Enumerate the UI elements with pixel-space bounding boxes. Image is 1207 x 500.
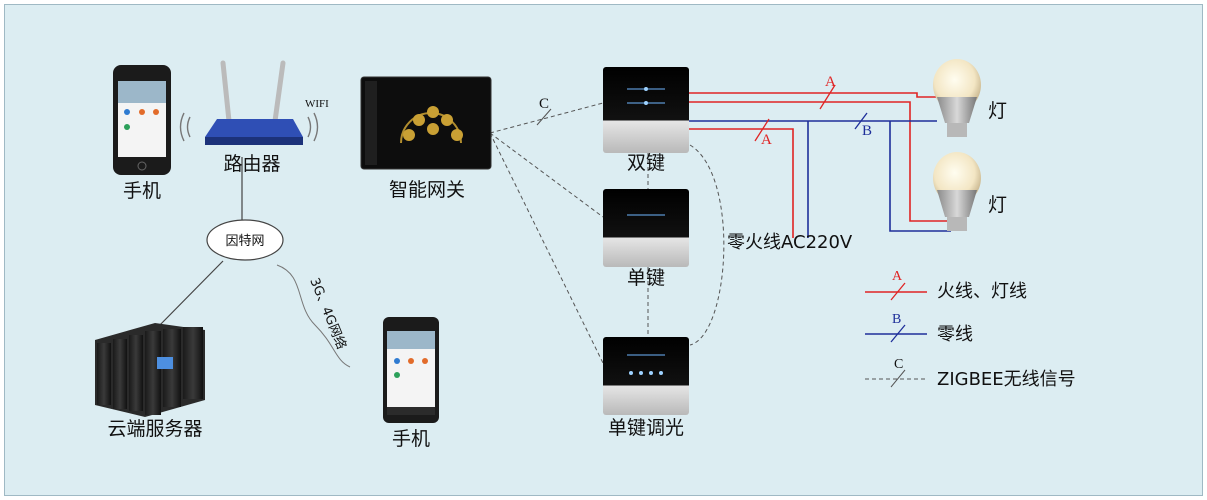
dimmer-switch-icon xyxy=(603,337,689,415)
live-tag-mid: A xyxy=(761,132,772,148)
double-dimmer-zigbee xyxy=(689,144,725,346)
mobile-network-wave xyxy=(276,264,351,368)
live-tick-mid xyxy=(754,118,770,142)
gateway-dimmer-zigbee xyxy=(489,132,604,364)
phone-bottom-icon xyxy=(383,317,439,423)
phone-top-label: 手机 xyxy=(123,180,161,202)
zigbee-tag: C xyxy=(539,96,549,112)
legend-zigbee-text: ZIGBEE无线信号 xyxy=(937,369,1076,390)
live-wire-3 xyxy=(689,128,794,238)
internet-cloud-shape xyxy=(206,219,284,261)
power-wires xyxy=(689,92,951,238)
legend-zigbee-tag: C xyxy=(894,357,903,372)
live-tick-top xyxy=(819,84,836,110)
internet-cloud-link xyxy=(154,260,224,331)
neutral-tick xyxy=(854,112,868,130)
legend-live-text: 火线、灯线 xyxy=(937,281,1027,302)
gateway-icon xyxy=(360,76,492,170)
power-label: 零火线AC220V xyxy=(727,232,853,253)
single-switch-label: 单键 xyxy=(627,267,665,289)
live-wire-1 xyxy=(689,92,945,98)
lamp-bottom-label: 灯 xyxy=(988,194,1007,216)
lamp-bottom-icon xyxy=(933,152,981,231)
lamp-top-label: 灯 xyxy=(988,100,1007,122)
legend-neutral-tag: B xyxy=(892,312,901,327)
server-rack-icon xyxy=(95,323,205,417)
phone-top-icon xyxy=(113,65,171,175)
double-switch-label: 双键 xyxy=(627,152,665,174)
network-links xyxy=(154,157,351,368)
dimmer-switch-label: 单键调光 xyxy=(608,417,684,439)
legend: A 火线、灯线 B 零线 C ZIGBEE无线信号 xyxy=(865,269,1076,390)
wifi-label: WIFI xyxy=(305,98,329,110)
single-switch-icon xyxy=(603,189,689,267)
gateway-single-zigbee xyxy=(489,132,604,218)
live-wire-2 xyxy=(689,101,951,222)
router-label: 路由器 xyxy=(223,153,280,175)
double-switch-icon xyxy=(603,67,689,153)
zigbee-links xyxy=(489,102,725,364)
legend-live-tag: A xyxy=(892,269,903,284)
internet-label: 因特网 xyxy=(225,234,264,249)
gateway-label: 智能网关 xyxy=(389,179,465,201)
zigbee-tick xyxy=(536,108,552,126)
neutral-tag: B xyxy=(862,123,872,139)
topology-diagram: C A A B 零火线AC220V 手机 路由器 WIFI 因特网 3G xyxy=(95,59,1076,450)
cloud-server-label: 云端服务器 xyxy=(107,418,202,440)
router-icon xyxy=(205,60,303,145)
lamp-top-icon xyxy=(933,59,981,137)
gateway-double-zigbee xyxy=(489,102,604,134)
diagram-canvas: C A A B 零火线AC220V 手机 路由器 WIFI 因特网 3G xyxy=(4,4,1203,496)
legend-neutral-text: 零线 xyxy=(937,324,973,345)
neutral-wire-3 xyxy=(889,121,951,232)
wifi-wave-icon xyxy=(179,112,319,142)
phone-bottom-label: 手机 xyxy=(392,428,430,450)
live-tag-top: A xyxy=(825,74,836,90)
